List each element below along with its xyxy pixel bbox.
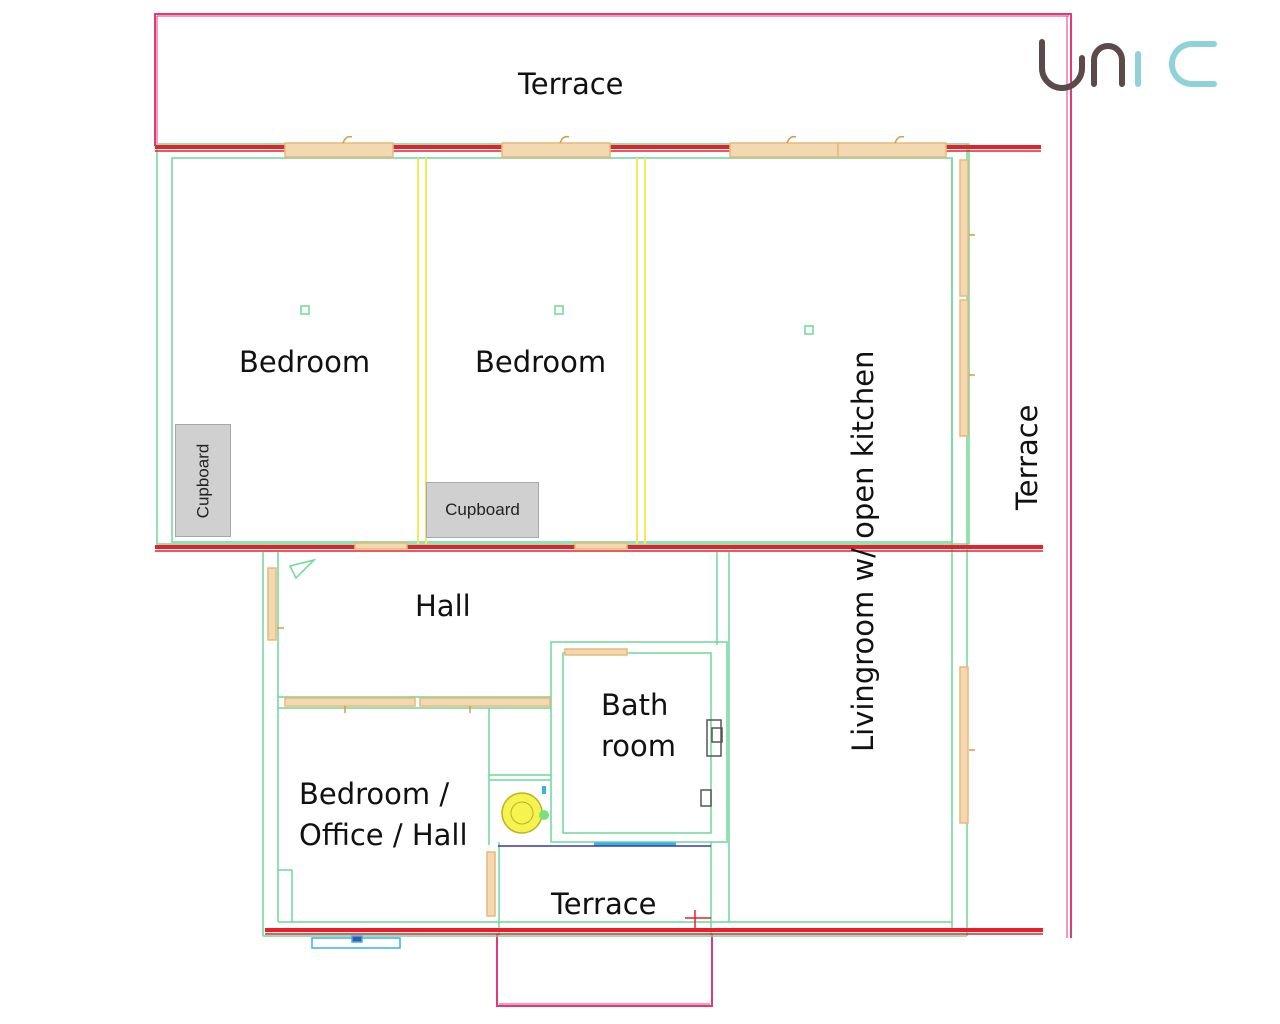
office-label-line2: Office / Hall	[299, 818, 468, 852]
unic-logo	[1039, 39, 1217, 91]
bathroom-label-line1: Bath	[601, 688, 669, 722]
terrace-top-label: Terrace	[518, 67, 624, 101]
bathroom-fixtures	[700, 719, 723, 807]
livingroom-label: Livingroom w/ open kitchen	[846, 350, 880, 752]
bedroom-2-label: Bedroom	[475, 345, 607, 379]
door-marks	[277, 135, 975, 751]
terrace-top-outline	[154, 13, 1072, 938]
hall-label: Hall	[415, 589, 471, 623]
terrace-bottom-outline	[496, 934, 713, 1007]
exterior-walls	[155, 145, 1043, 935]
windows-doors	[267, 142, 969, 917]
office-label: Bedroom / Office / Hall	[299, 774, 468, 856]
blue-windows	[311, 842, 711, 949]
cupboard-2-label: Cupboard	[445, 500, 520, 519]
terrace-bottom-label: Terrace	[551, 887, 657, 921]
cupboard-1: Cupboard	[175, 424, 231, 537]
wc-fixture	[501, 786, 549, 834]
bathroom-label: Bath room	[601, 685, 676, 767]
partition-walls	[417, 158, 646, 544]
room-markers	[288, 305, 814, 932]
bathroom-label-line2: room	[601, 729, 677, 763]
bedroom-1-label: Bedroom	[239, 345, 371, 379]
office-label-line1: Bedroom /	[299, 777, 450, 811]
cupboard-1-label: Cupboard	[193, 443, 213, 518]
cupboard-2: Cupboard	[426, 482, 539, 538]
terrace-right-label: Terrace	[1010, 404, 1044, 510]
